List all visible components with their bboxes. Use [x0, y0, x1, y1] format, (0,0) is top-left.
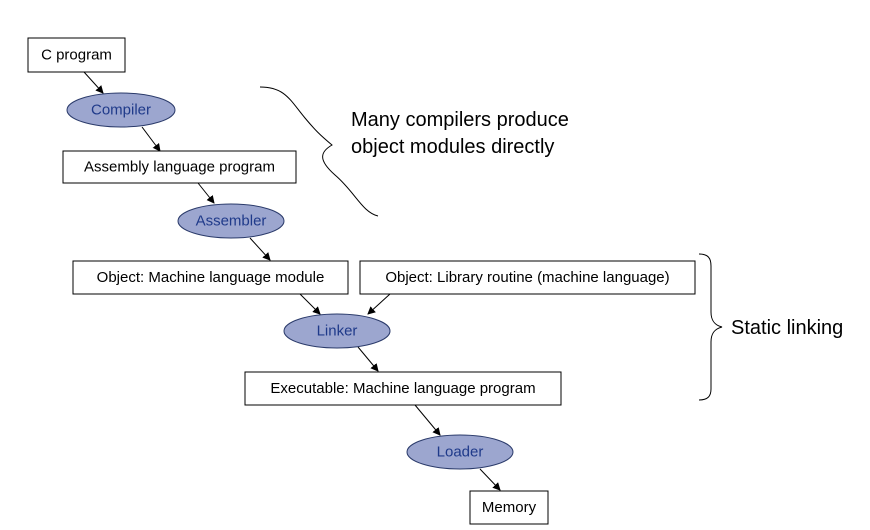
- edge-loader-memory: [479, 468, 501, 491]
- compilers-note-line-1: Many compilers produce: [351, 109, 569, 131]
- static-linking-brace: [698, 253, 723, 401]
- c-program-box-border: [27, 37, 126, 73]
- compilers-note-line-2: object modules directly: [351, 136, 554, 158]
- loader-ellipse: [406, 434, 514, 470]
- linker-ellipse: [283, 313, 391, 349]
- linker-label: Linker: [317, 323, 358, 340]
- compiler-node: Compiler: [66, 92, 176, 128]
- compilers-note-brace: [259, 86, 379, 217]
- edge-executable-loader: [414, 404, 441, 436]
- memory-label: Memory: [482, 499, 537, 516]
- edge-library-linker: [367, 293, 391, 315]
- assembler-label: Assembler: [196, 213, 267, 230]
- object-module-box: Object: Machine language module: [72, 260, 349, 295]
- assembly-program-box: Assembly language program: [62, 150, 297, 184]
- assembler-node: Assembler: [177, 203, 285, 239]
- library-routine-box: Object: Library routine (machine languag…: [359, 260, 696, 295]
- compiler-ellipse: [66, 92, 176, 128]
- memory-box-border: [469, 490, 549, 525]
- edge-object-linker: [299, 293, 321, 315]
- edge-cprogram-compiler: [83, 71, 104, 94]
- c-program-label: C program: [41, 47, 112, 64]
- static-linking-label: Static linking: [731, 317, 843, 339]
- executable-box: Executable: Machine language program: [244, 371, 562, 406]
- assembly-program-label: Assembly language program: [84, 159, 275, 176]
- loader-label: Loader: [437, 444, 484, 461]
- edge-assembly-assembler: [197, 182, 215, 204]
- c-program-box: C program: [27, 37, 126, 73]
- object-module-label: Object: Machine language module: [97, 269, 325, 286]
- library-routine-box-border: [359, 260, 696, 295]
- assembly-program-box-border: [62, 150, 297, 184]
- linker-node: Linker: [283, 313, 391, 349]
- library-routine-label: Object: Library routine (machine languag…: [385, 269, 669, 286]
- object-module-box-border: [72, 260, 349, 295]
- compiler-label: Compiler: [91, 102, 151, 119]
- edge-compiler-assembly: [141, 126, 161, 152]
- edge-linker-executable: [357, 346, 379, 372]
- executable-label: Executable: Machine language program: [270, 380, 535, 397]
- memory-box: Memory: [469, 490, 549, 525]
- edge-assembler-object: [249, 237, 271, 261]
- executable-box-border: [244, 371, 562, 406]
- assembler-ellipse: [177, 203, 285, 239]
- loader-node: Loader: [406, 434, 514, 470]
